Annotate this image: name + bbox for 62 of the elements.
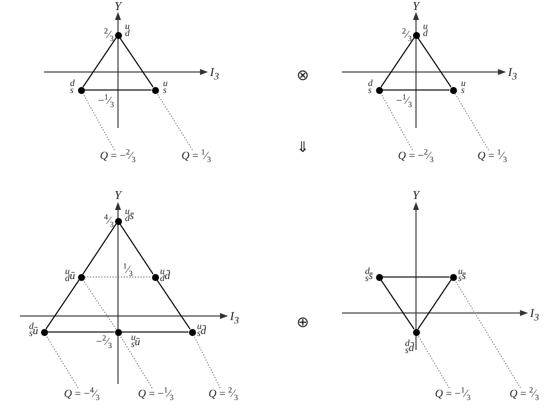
axis-label: I$_{3}$: [530, 307, 539, 324]
triangle-edge: [120, 38, 154, 88]
tick-label: $^{1}$⁄$_{3}$: [123, 264, 133, 276]
triangle-edge: [82, 224, 117, 274]
operator-symbol: ⊕: [296, 314, 310, 331]
vertex-dot: [78, 274, 84, 280]
charge-label: Q = $^{1}$⁄$_{3}$: [478, 150, 507, 162]
triangle-edge: [418, 38, 452, 88]
vertex-dot: [450, 86, 456, 94]
charge-label: Q = $^{2}$⁄$_{3}$: [510, 388, 539, 400]
charge-line: [193, 334, 221, 388]
charge-line: [119, 334, 153, 388]
triangle-edge: [119, 224, 154, 274]
vertex-dot: [114, 328, 122, 336]
vertex-dot: [40, 328, 48, 336]
vertex-dot: [114, 218, 122, 224]
axis-label: Y: [412, 188, 420, 202]
axis-label: Y: [412, 0, 420, 13]
charge-label: Q = −$^{2}$⁄$_{3}$: [100, 150, 136, 162]
operator-symbol: ⊗: [296, 68, 310, 84]
vertex-dot: [412, 328, 420, 336]
charge-line: [156, 92, 193, 150]
triangle-edge: [84, 89, 152, 91]
vertex-dot: [188, 328, 196, 336]
charge-label: Q = −$^{2}$⁄$_{3}$: [398, 150, 434, 162]
vertex-dot: [450, 274, 456, 280]
axis-label: Y: [114, 188, 122, 202]
charge-line: [454, 280, 521, 388]
triangle-edge: [46, 280, 80, 330]
triangle-edge: [382, 276, 450, 278]
charge-line: [84, 276, 152, 278]
vertex-dot: [78, 86, 84, 94]
axis-label: I$_{3}$: [210, 66, 219, 82]
vertex-dot: [114, 32, 122, 38]
vertex-dot: [376, 86, 382, 94]
charge-label: Q = $^{2}$⁄$_{3}$: [208, 388, 238, 400]
triangle-edge: [382, 89, 450, 91]
charge-line: [380, 92, 413, 150]
triangle-edge: [122, 331, 188, 333]
vertex-dot: [152, 86, 158, 94]
charge-line: [454, 92, 490, 150]
triangle-edge: [82, 38, 116, 88]
triangle-edge: [380, 280, 414, 330]
charge-line: [417, 334, 450, 388]
charge-label: Q = −$^{1}$⁄$_{3}$: [138, 388, 174, 400]
vertex-dot: [376, 274, 382, 280]
axis-label: Y: [114, 0, 122, 13]
charge-label: Q = −$^{4}$⁄$_{3}$: [64, 388, 100, 400]
charge-label: Q = −$^{1}$⁄$_{3}$: [435, 388, 471, 400]
triangle-edge: [418, 280, 452, 330]
charge-line: [82, 92, 115, 150]
triangle-edge: [48, 331, 114, 333]
charge-label: Q = $^{1}$⁄$_{3}$: [182, 150, 211, 162]
charge-line: [45, 334, 79, 388]
triangle-edge: [156, 280, 190, 330]
triangle-edge: [380, 38, 414, 88]
double-arrow-symbol: ⇓: [296, 140, 310, 156]
axis-label: I$_{3}$: [508, 66, 517, 82]
vertex-dot: [152, 274, 158, 280]
axis-label: I$_{3}$: [230, 310, 239, 326]
charge-line: [82, 279, 116, 330]
vertex-dot: [412, 32, 420, 38]
